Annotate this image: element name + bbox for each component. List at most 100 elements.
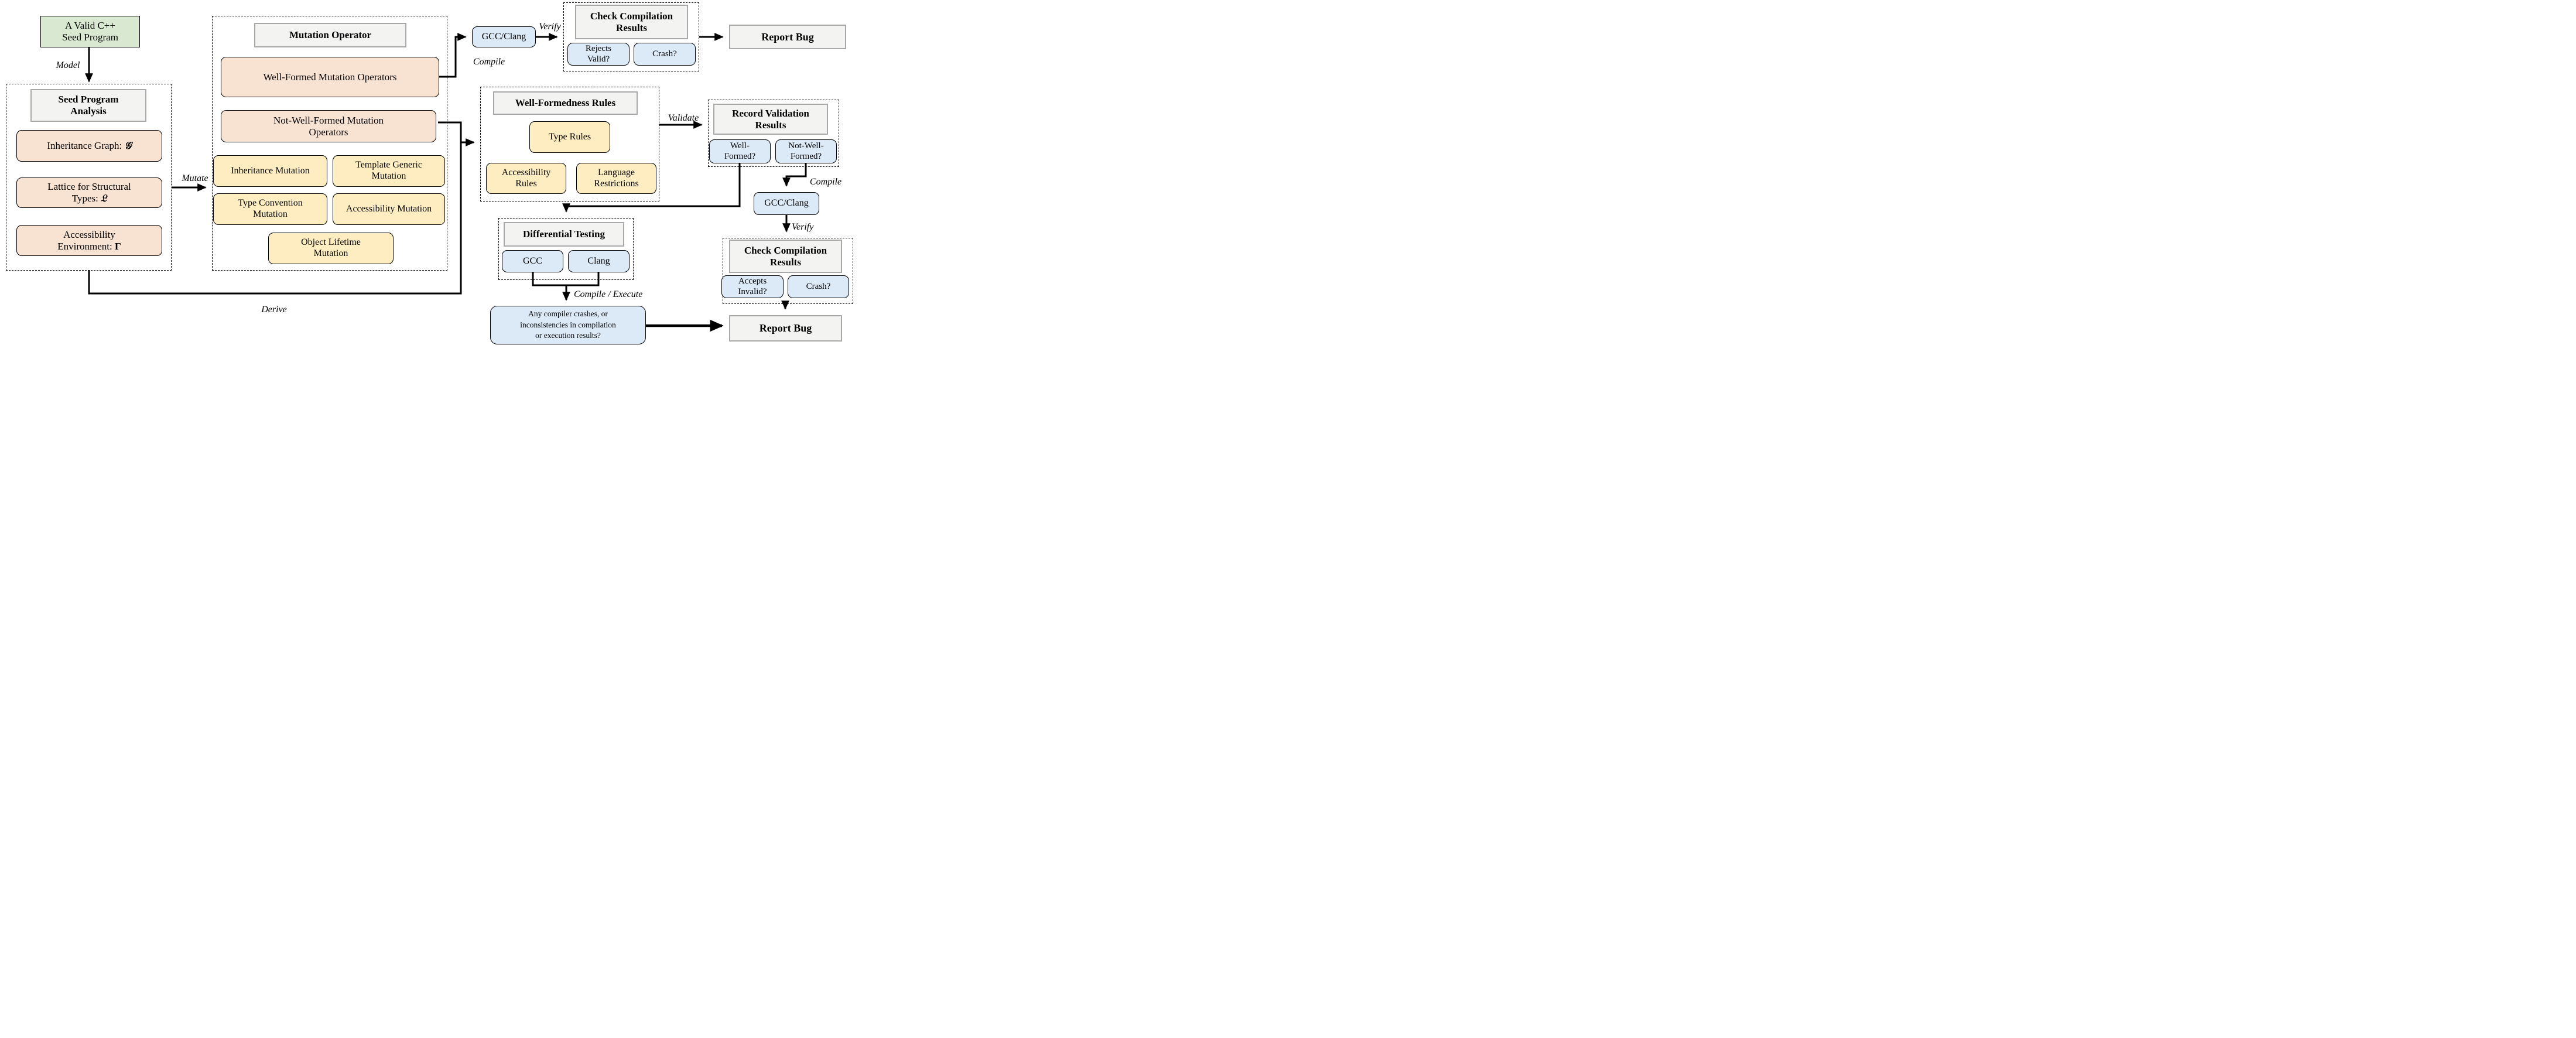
crash-bottom-box: Crash?	[788, 275, 849, 298]
nwf-line1: Not-Well-Formed Mutation	[273, 114, 384, 126]
rejects-valid-line1: Rejects	[585, 44, 612, 54]
well-formed-operators-label: Well-Formed Mutation Operators	[263, 71, 397, 83]
template-generic-mutation-box: Template Generic Mutation	[333, 155, 445, 187]
well-formedness-rules-label: Well-Formedness Rules	[515, 97, 616, 109]
accepts-invalid-line1: Accepts	[738, 276, 767, 286]
accessibility-environment-box: Accessibility Environment: Γ	[16, 225, 162, 256]
lattice-line1: Lattice for Structural	[47, 181, 131, 193]
flow-diagram: A Valid C++ Seed Program Seed Program An…	[0, 0, 858, 346]
spa-header-line2: Analysis	[70, 105, 107, 117]
not-well-formed-question-box: Not-Well- Formed?	[775, 139, 837, 163]
ccr-top-line1: Check Compilation	[590, 10, 673, 22]
accepts-invalid-line2: Invalid?	[738, 286, 767, 296]
any-issue-line3: or execution results?	[535, 331, 601, 340]
compile-execute-edge-label: Compile / Execute	[574, 289, 643, 299]
spa-header-line1: Seed Program	[58, 94, 119, 105]
verify-right-edge-label: Verify	[792, 222, 814, 232]
gcc-clang-top-box: GCC/Clang	[472, 26, 536, 47]
differential-testing-header: Differential Testing	[504, 222, 624, 247]
lattice-line2: Types: 𝔏	[71, 193, 107, 204]
nwf-line2: Operators	[309, 126, 348, 138]
any-issue-box: Any compiler crashes, or inconsistencies…	[490, 306, 646, 344]
edge-wellformed-to-dt	[562, 163, 741, 213]
type-convention-line2: Mutation	[253, 209, 288, 219]
clang-label: Clang	[587, 255, 610, 266]
not-well-formed-q-line1: Not-Well-	[788, 141, 824, 151]
well-formedness-rules-header: Well-Formedness Rules	[493, 91, 638, 115]
object-lifetime-line1: Object Lifetime	[301, 237, 361, 248]
accessibility-rules-line1: Accessibility	[501, 167, 551, 177]
mutation-operator-header: Mutation Operator	[254, 23, 406, 47]
mutation-operator-group	[212, 16, 447, 271]
accessibility-rules-box: Accessibility Rules	[486, 163, 566, 194]
rvr-line1: Record Validation	[732, 107, 809, 119]
well-formed-question-box: Well- Formed?	[709, 139, 771, 163]
accessibility-rules-line2: Rules	[515, 178, 537, 189]
mutate-edge-label: Mutate	[182, 173, 208, 183]
compile-right-edge-label: Compile	[809, 177, 842, 187]
language-restrictions-line1: Language	[597, 167, 635, 177]
accessibility-mutation-box: Accessibility Mutation	[333, 193, 445, 225]
any-issue-line1: Any compiler crashes, or	[528, 309, 608, 319]
ccr-top-line2: Results	[616, 22, 647, 33]
seed-program-analysis-header: Seed Program Analysis	[30, 89, 146, 122]
connector-layer	[85, 33, 807, 332]
inheritance-mutation-box: Inheritance Mutation	[213, 155, 327, 187]
report-bug-bottom-box: Report Bug	[729, 315, 842, 342]
accepts-invalid-box: Accepts Invalid?	[721, 275, 784, 298]
mutation-operator-label: Mutation Operator	[289, 29, 372, 41]
check-compilation-results-bottom-group	[723, 238, 853, 304]
accessibility-mutation-label: Accessibility Mutation	[345, 203, 432, 214]
report-bug-top-box: Report Bug	[729, 25, 846, 49]
type-convention-mutation-box: Type Convention Mutation	[213, 193, 327, 225]
edge-notwellformed-to-gcc	[782, 163, 807, 187]
ccr-bottom-line2: Results	[770, 256, 801, 268]
edge-derive-trunk	[88, 121, 462, 295]
record-validation-results-header: Record Validation Results	[713, 104, 828, 135]
not-well-formed-operators-box: Not-Well-Formed Mutation Operators	[221, 110, 436, 142]
well-formedness-rules-group	[480, 87, 659, 202]
rejects-valid-box: Rejects Valid?	[567, 43, 630, 66]
any-issue-line2: inconsistencies in compilation	[520, 320, 616, 329]
check-compilation-results-bottom-header: Check Compilation Results	[729, 240, 842, 273]
gamma-symbol: Γ	[114, 240, 121, 252]
seed-line1: A Valid C++	[65, 20, 115, 32]
gcc-clang-right-label: GCC/Clang	[764, 198, 809, 209]
accessibility-env-line1: Accessibility	[63, 228, 115, 240]
crash-bottom-label: Crash?	[806, 281, 831, 291]
type-rules-box: Type Rules	[529, 121, 610, 153]
object-lifetime-mutation-box: Object Lifetime Mutation	[268, 233, 394, 264]
report-bug-top-label: Report Bug	[761, 30, 814, 43]
template-generic-line1: Template Generic	[355, 160, 422, 170]
crash-top-box: Crash?	[634, 43, 696, 66]
check-compilation-results-top-group	[563, 2, 699, 71]
seed-program-analysis-group	[6, 84, 172, 271]
derive-edge-label: Derive	[261, 305, 287, 315]
report-bug-bottom-label: Report Bug	[759, 322, 812, 334]
compile-top-edge-label: Compile	[473, 57, 505, 67]
differential-testing-group	[498, 218, 634, 280]
record-validation-results-group	[708, 100, 839, 167]
validate-edge-label: Validate	[668, 113, 699, 123]
gcc-clang-top-label: GCC/Clang	[481, 31, 526, 42]
language-restrictions-box: Language Restrictions	[576, 163, 656, 194]
lattice-box: Lattice for Structural Types: 𝔏	[16, 177, 162, 208]
language-restrictions-line2: Restrictions	[594, 178, 639, 189]
clang-box: Clang	[568, 250, 630, 272]
gcc-box: GCC	[502, 250, 563, 272]
differential-testing-label: Differential Testing	[523, 228, 605, 240]
edge-wellformed-compile	[439, 33, 467, 78]
seed-line2: Seed Program	[62, 32, 118, 43]
type-rules-label: Type Rules	[548, 131, 591, 142]
object-lifetime-line2: Mutation	[313, 248, 348, 258]
inheritance-graph-box: Inheritance Graph: 𝒢	[16, 130, 162, 162]
accessibility-env-line2: Environment: Γ	[57, 240, 121, 252]
inheritance-graph-label: Inheritance Graph: 𝒢	[47, 140, 132, 152]
inheritance-mutation-label: Inheritance Mutation	[231, 165, 310, 176]
not-well-formed-q-line2: Formed?	[790, 151, 822, 161]
well-formed-operators-box: Well-Formed Mutation Operators	[221, 57, 439, 97]
ccr-bottom-line1: Check Compilation	[744, 244, 827, 256]
rvr-line2: Results	[755, 119, 786, 131]
crash-top-label: Crash?	[652, 49, 677, 59]
verify-top-edge-label: Verify	[539, 22, 561, 32]
